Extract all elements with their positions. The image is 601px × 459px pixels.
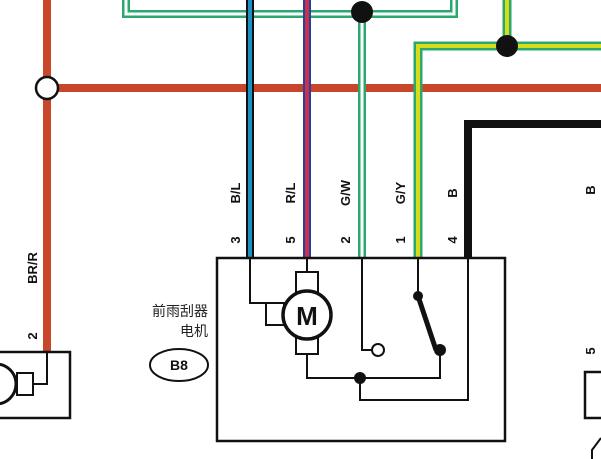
pin2-wire-code: G/W — [338, 179, 353, 206]
motor-icon — [281, 289, 333, 341]
switch-contact — [434, 344, 446, 356]
wiper-motor-component: M — [215, 256, 507, 443]
pin3-wire-code: B/L — [228, 182, 243, 203]
pin1-wire-code: G/Y — [393, 181, 408, 204]
right-partial-connector — [583, 370, 601, 459]
left-wire-code: BR/R — [25, 252, 40, 284]
brown-red-wires — [34, 0, 601, 352]
switch-open-contact — [371, 343, 385, 357]
component-name-line2: 电机 — [180, 324, 208, 340]
wire-labels: BR/R 2 B/L 3 R/L 5 G/W 2 G/Y 1 B 4 B 5 — [25, 179, 598, 354]
pin5-number: 5 — [283, 236, 298, 243]
pin1-number: 1 — [393, 236, 408, 243]
wire-pin4-black — [464, 120, 601, 258]
wire-pin1-green-yellow — [413, 0, 601, 258]
motor-symbol: M — [296, 301, 318, 331]
pin4-wire-code: B — [445, 188, 460, 197]
pin4-number: 4 — [445, 236, 460, 244]
left-partial-connector — [0, 350, 72, 420]
wire-pin2-green-white — [351, 1, 373, 258]
switch-blade — [415, 295, 439, 351]
switch-pivot — [413, 291, 423, 301]
pin5-wire-code: R/L — [283, 182, 298, 203]
green-white-loop — [122, 0, 458, 18]
right-wire-code: B — [583, 185, 598, 194]
junction-dot — [351, 1, 373, 23]
component-name-line1: 前雨刮器 — [152, 303, 208, 320]
motor-icon-partial — [0, 362, 18, 406]
junction-dot — [496, 35, 518, 57]
component-code-badge — [149, 348, 209, 382]
junction-dot — [354, 372, 366, 384]
pin2-number: 2 — [338, 236, 353, 243]
component-code: B8 — [170, 357, 188, 373]
junction-open — [34, 75, 60, 101]
right-pin-number: 5 — [583, 347, 598, 354]
pin3-number: 3 — [228, 236, 243, 243]
left-wire-pin: 2 — [25, 332, 40, 339]
